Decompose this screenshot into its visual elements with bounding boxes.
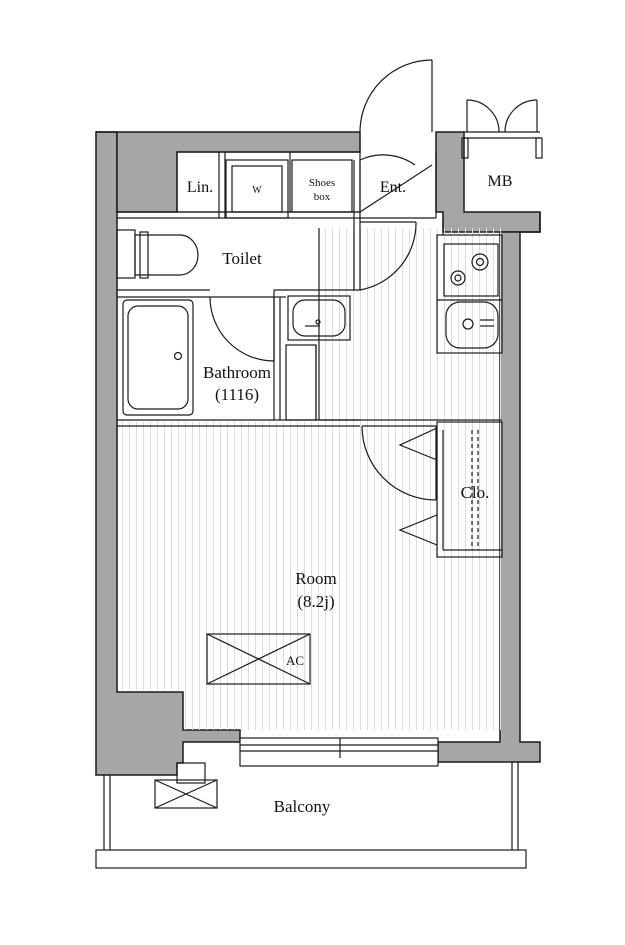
kitchen-sink: [445, 301, 499, 349]
washer: [225, 159, 289, 219]
bathroom-door: [209, 296, 275, 362]
label-shoes-box-line2: box: [314, 191, 331, 203]
label-ac: AC: [286, 653, 304, 668]
outdoor-unit: [154, 762, 218, 809]
mb-doors: [461, 99, 543, 159]
stove: [443, 243, 499, 297]
label-ent: Ent.: [380, 179, 406, 196]
label-shoes-box-line1: Shoes: [309, 177, 335, 189]
label-bathroom: Bathroom: [203, 363, 271, 382]
label-washer: W: [252, 185, 262, 196]
label-bathroom-size: (1116): [215, 385, 259, 404]
label-lin: Lin.: [187, 179, 213, 196]
wall-right: [437, 212, 541, 763]
entrance-door: [359, 59, 433, 133]
balcony-window: [239, 737, 439, 767]
doors: [209, 59, 543, 546]
label-toilet: Toilet: [222, 249, 262, 268]
entrance-inner-door: [359, 154, 433, 213]
label-closet: Clo.: [461, 483, 490, 502]
label-balcony: Balcony: [274, 797, 331, 816]
toilet-fixture: [116, 229, 199, 279]
washbasin: [287, 295, 351, 341]
toilet-door: [359, 221, 417, 291]
label-mb: MB: [488, 173, 513, 190]
bathtub: [122, 299, 194, 416]
closet-doors: [398, 427, 438, 546]
label-room: Room: [295, 569, 337, 588]
ac-unit: [206, 633, 311, 685]
room-door: [361, 425, 437, 501]
label-room-size: (8.2j): [297, 592, 334, 611]
balcony: [95, 762, 527, 869]
shoes-box: [291, 159, 353, 213]
labels: Lin. W Shoes box Ent. MB Toilet Bathroom…: [187, 173, 513, 816]
